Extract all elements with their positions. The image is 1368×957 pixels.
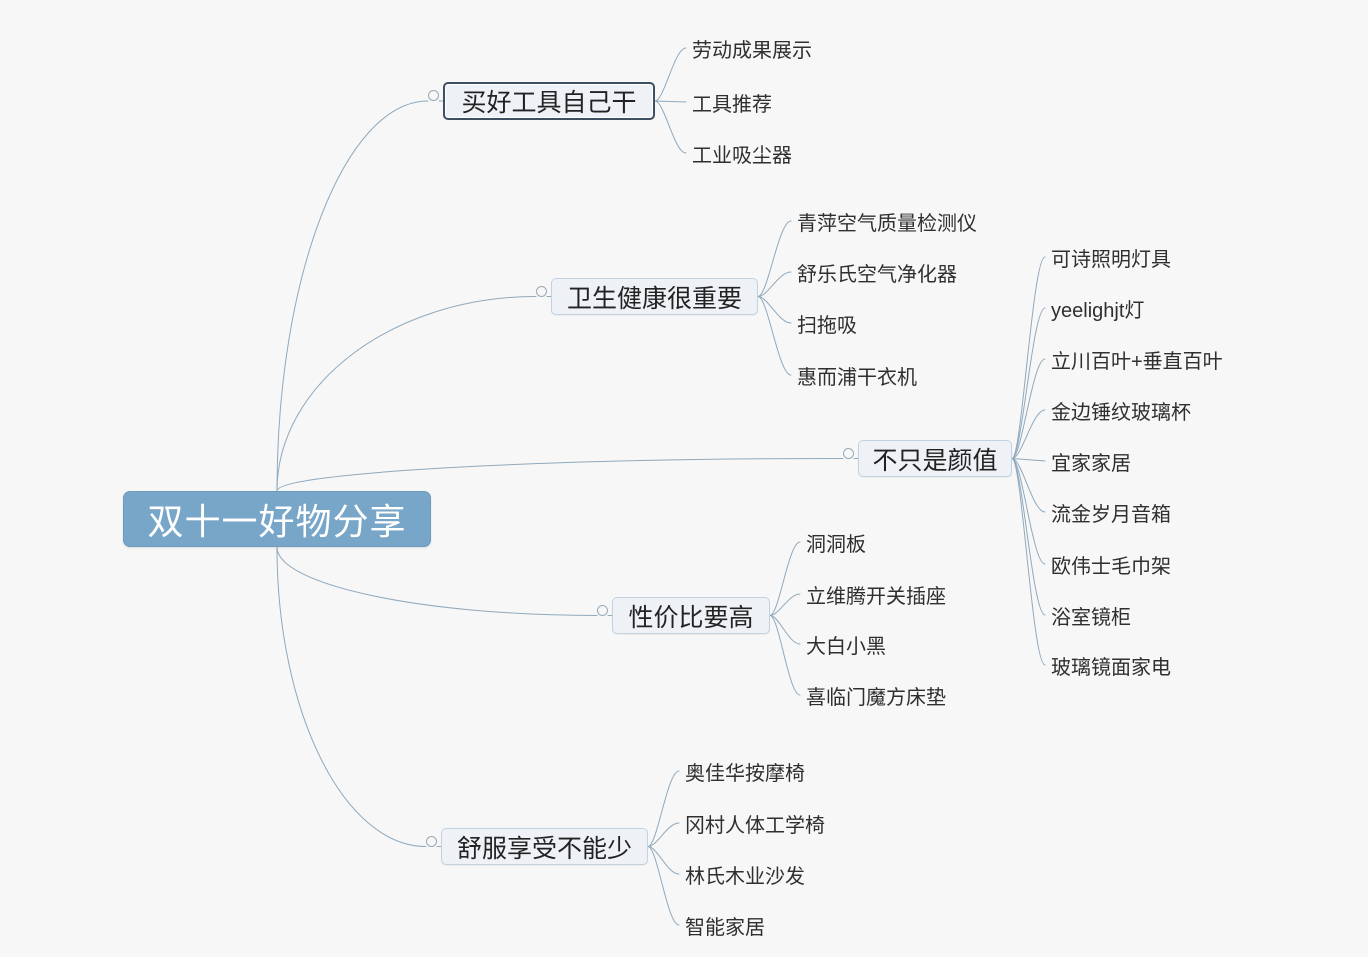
leaf-node[interactable]: 可诗照明灯具 bbox=[1051, 243, 1171, 271]
root-node-label: 双十一好物分享 bbox=[147, 501, 407, 542]
leaf-node[interactable]: 流金岁月音箱 bbox=[1051, 498, 1171, 526]
leaf-node-label: 欧伟士毛巾架 bbox=[1051, 555, 1171, 578]
branch-node-label: 买好工具自己干 bbox=[461, 89, 637, 117]
leaf-node-label: 可诗照明灯具 bbox=[1051, 248, 1171, 271]
leaf-node-label: 青萍空气质量检测仪 bbox=[797, 212, 977, 235]
leaf-node[interactable]: 惠而浦干衣机 bbox=[797, 361, 917, 389]
leaf-node-label: 工业吸尘器 bbox=[692, 144, 792, 167]
branch-node-1[interactable]: 买好工具自己干 bbox=[443, 82, 655, 120]
leaf-node[interactable]: 立维腾开关插座 bbox=[806, 580, 946, 608]
collapse-handle-icon[interactable] bbox=[536, 286, 547, 297]
leaf-node[interactable]: 玻璃镜面家电 bbox=[1051, 651, 1171, 679]
branch-node-4[interactable]: 性价比要高 bbox=[612, 597, 770, 634]
branch-node-label: 舒服享受不能少 bbox=[456, 834, 632, 863]
leaf-node[interactable]: 智能家居 bbox=[685, 911, 765, 939]
leaf-node-label: 奥佳华按摩椅 bbox=[685, 762, 805, 785]
leaf-node[interactable]: 工具推荐 bbox=[692, 88, 772, 116]
leaf-node-label: 林氏木业沙发 bbox=[685, 865, 805, 888]
leaf-node-label: 洞洞板 bbox=[806, 533, 866, 556]
leaf-node[interactable]: 喜临门魔方床垫 bbox=[806, 681, 946, 709]
leaf-node-label: 立川百叶+垂直百叶 bbox=[1051, 350, 1223, 373]
leaf-node[interactable]: 劳动成果展示 bbox=[692, 34, 812, 62]
leaf-node-label: 立维腾开关插座 bbox=[806, 585, 946, 608]
leaf-node[interactable]: 宜家家居 bbox=[1051, 447, 1131, 475]
leaf-node[interactable]: 工业吸尘器 bbox=[692, 139, 792, 167]
branch-node-label: 卫生健康很重要 bbox=[566, 284, 742, 313]
leaf-node-label: 惠而浦干衣机 bbox=[797, 366, 917, 389]
collapse-handle-icon[interactable] bbox=[426, 836, 437, 847]
leaf-node[interactable]: 浴室镜柜 bbox=[1051, 601, 1131, 629]
leaf-node-label: 玻璃镜面家电 bbox=[1051, 656, 1171, 679]
collapse-handle-icon[interactable] bbox=[428, 90, 439, 101]
collapse-handle-icon[interactable] bbox=[843, 448, 854, 459]
leaf-node[interactable]: 青萍空气质量检测仪 bbox=[797, 207, 977, 235]
leaf-node-label: 金边锤纹玻璃杯 bbox=[1051, 401, 1191, 424]
leaf-node[interactable]: 扫拖吸 bbox=[797, 309, 857, 337]
leaf-node-label: 工具推荐 bbox=[692, 93, 772, 116]
leaf-node[interactable]: 欧伟士毛巾架 bbox=[1051, 550, 1171, 578]
leaf-node[interactable]: 舒乐氏空气净化器 bbox=[797, 258, 957, 286]
leaf-node-label: 宜家家居 bbox=[1051, 452, 1131, 475]
leaf-node[interactable]: 立川百叶+垂直百叶 bbox=[1051, 345, 1223, 373]
leaf-node[interactable]: 奥佳华按摩椅 bbox=[685, 757, 805, 785]
branch-node-2[interactable]: 卫生健康很重要 bbox=[551, 278, 758, 315]
leaf-node-label: yeelighjt灯 bbox=[1051, 299, 1145, 322]
leaf-node-label: 大白小黑 bbox=[806, 635, 886, 658]
collapse-handle-icon[interactable] bbox=[597, 605, 608, 616]
root-node[interactable]: 双十一好物分享 bbox=[123, 491, 431, 547]
branch-node-5[interactable]: 舒服享受不能少 bbox=[441, 828, 648, 865]
leaf-node[interactable]: 冈村人体工学椅 bbox=[685, 809, 825, 837]
leaf-node[interactable]: yeelighjt灯 bbox=[1051, 294, 1144, 322]
leaf-node-label: 劳动成果展示 bbox=[692, 39, 812, 62]
leaf-node-label: 浴室镜柜 bbox=[1051, 606, 1131, 629]
leaf-node-label: 舒乐氏空气净化器 bbox=[797, 263, 957, 286]
leaf-node[interactable]: 大白小黑 bbox=[806, 630, 886, 658]
leaf-node-label: 喜临门魔方床垫 bbox=[806, 686, 946, 709]
leaf-node[interactable]: 林氏木业沙发 bbox=[685, 860, 805, 888]
leaf-node[interactable]: 金边锤纹玻璃杯 bbox=[1051, 396, 1191, 424]
leaf-node-label: 扫拖吸 bbox=[797, 314, 857, 337]
leaf-node-label: 流金岁月音箱 bbox=[1051, 503, 1171, 526]
leaf-node[interactable]: 洞洞板 bbox=[806, 528, 866, 556]
leaf-node-label: 智能家居 bbox=[685, 916, 765, 939]
branch-node-label: 不只是颜值 bbox=[872, 446, 998, 475]
leaf-node-label: 冈村人体工学椅 bbox=[685, 814, 825, 837]
branch-node-label: 性价比要高 bbox=[628, 603, 754, 632]
branch-node-3[interactable]: 不只是颜值 bbox=[858, 440, 1012, 477]
